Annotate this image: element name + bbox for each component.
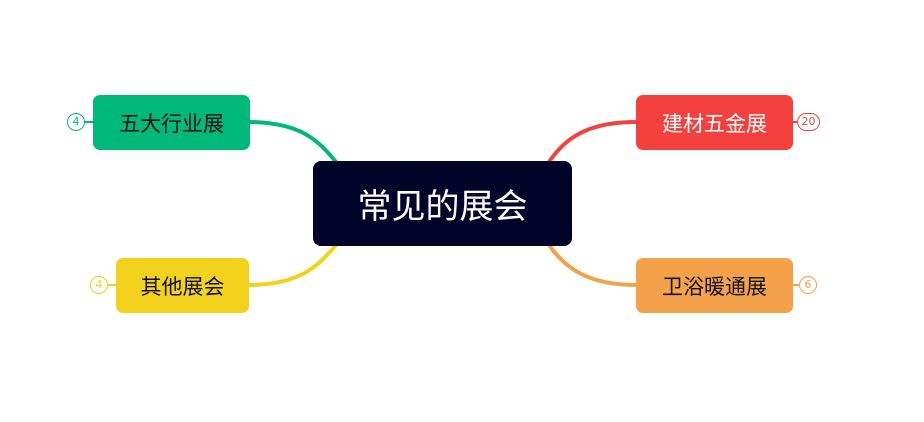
branch-node-weiyu-nuantong-zhan[interactable]: 卫浴暖通展 <box>636 258 793 313</box>
badge-count: 4 <box>95 278 103 291</box>
branch-node-jiancai-wujin-zhan[interactable]: 建材五金展 <box>636 95 793 150</box>
branch-label: 建材五金展 <box>662 111 767 136</box>
branch-label: 五大行业展 <box>119 111 224 136</box>
connector-top-left <box>246 120 338 164</box>
connector-top-right <box>547 120 638 164</box>
branch-label: 卫浴暖通展 <box>662 274 767 299</box>
central-topic-node[interactable]: 常见的展会 <box>313 161 572 246</box>
branch-label: 其他展会 <box>140 274 225 299</box>
badge-count: 4 <box>72 115 80 128</box>
branch-node-qita-zhanhui[interactable]: 其他展会 <box>116 258 249 313</box>
collapsed-count-badge-top-right[interactable]: 20 <box>797 113 820 131</box>
branch-node-wuda-hangye-zhan[interactable]: 五大行业展 <box>93 95 250 150</box>
badge-count: 6 <box>804 278 812 291</box>
collapsed-count-badge-bottom-right[interactable]: 6 <box>799 276 817 294</box>
central-topic-label: 常见的展会 <box>357 187 528 227</box>
connector-bottom-left <box>246 243 338 287</box>
badge-count: 20 <box>801 115 816 128</box>
collapsed-count-badge-top-left[interactable]: 4 <box>67 113 85 131</box>
connector-bottom-right <box>547 243 638 287</box>
collapsed-count-badge-bottom-left[interactable]: 4 <box>90 276 108 294</box>
